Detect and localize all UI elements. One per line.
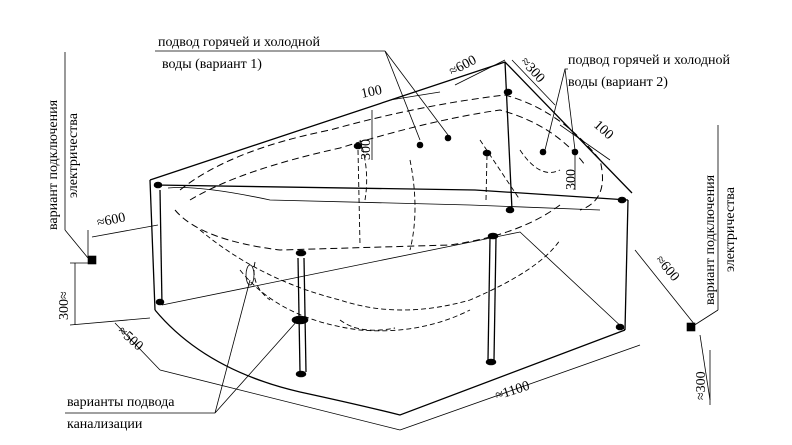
support-legs (153, 88, 627, 378)
dim-300-mid-right: 300 (564, 169, 579, 190)
sewer-label-line2: канализации (67, 417, 143, 432)
hot-cold-water-v2-label-line1: подвод горячей и холодной (568, 53, 730, 68)
electric-right-label-line1: вариант подключения (703, 174, 718, 305)
electric-left-label-line2: электричества (66, 112, 81, 198)
dim-300-right: ≈300 (694, 371, 709, 400)
hot-cold-water-v1-label-line2: воды (вариант 1) (162, 57, 262, 72)
bathtub-bowl (174, 94, 603, 332)
dim-100-left: 100 (360, 83, 384, 102)
dim-600-right: ≈600 (652, 253, 682, 285)
electric-box-right-icon (686, 322, 696, 332)
dim-600-left: ≈600 (96, 210, 127, 231)
dim-100-right: 100 (590, 118, 616, 143)
dim-1100: ≈1100 (494, 379, 532, 404)
dim-300-left: 300≈ (57, 291, 72, 320)
dimension-lines (69, 59, 711, 431)
electric-box-left-icon (87, 255, 97, 265)
leader-lines (64, 50, 719, 414)
sewer-label-line1: варианты подвода (67, 395, 175, 410)
electric-left-label-line1: вариант подключения (46, 99, 61, 230)
bathtub-body (149, 61, 633, 416)
dim-300-mid-left: 300 (359, 139, 374, 160)
hot-cold-water-v2-label-line2: воды (вариант 2) (568, 75, 668, 90)
electric-right-label-line2: электричества (723, 186, 738, 272)
hot-cold-water-v1-label-line1: подвод горячей и холодной (158, 35, 320, 50)
